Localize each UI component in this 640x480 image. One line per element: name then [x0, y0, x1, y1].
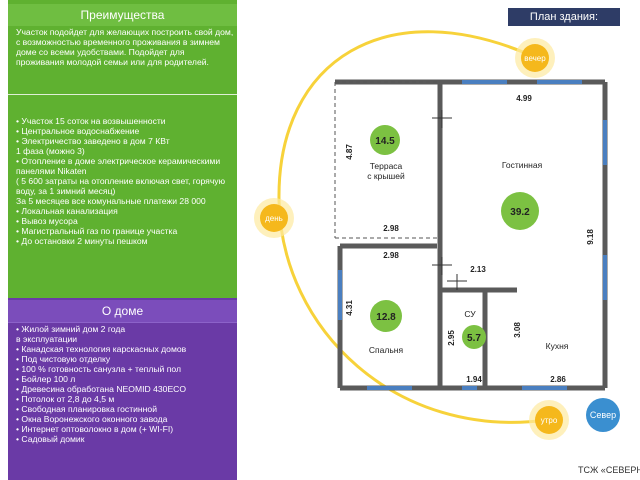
- north-badge: [586, 398, 620, 432]
- dim-kitchen-bottom: 2.86: [550, 375, 566, 384]
- list-item: • Электричество заведено в дом 7 КВт 1 ф…: [16, 136, 170, 156]
- north-label: Север: [590, 410, 616, 420]
- dim-bath-bottom: 1.94: [466, 375, 482, 384]
- dim-terrace-left: 4.87: [345, 144, 354, 160]
- living-label: Гостинная: [502, 160, 543, 170]
- list-item: • Участок 15 соток на возвышенности: [16, 116, 166, 126]
- list-item: • До остановки 2 минуты пешком: [16, 236, 148, 246]
- dim-bath-top: 2.13: [470, 265, 486, 274]
- divider: [8, 94, 237, 95]
- about-section: О доме • Жилой зимний дом 2 года в экспл…: [8, 298, 237, 480]
- dim-bedroom-top: 2.98: [383, 251, 399, 260]
- sun-day-label: день: [265, 214, 283, 223]
- list-item: • 100 % готовность санузла + теплый пол: [16, 364, 181, 374]
- bedroom-area-badge: [370, 300, 402, 332]
- list-item: • Древесина обработана NEOMID 430ECO: [16, 384, 187, 394]
- dim-right-side: 9.18: [586, 229, 595, 245]
- sun-morning-label: утро: [541, 416, 558, 425]
- dim-bath-left: 2.95: [447, 330, 456, 346]
- living-area-badge: [501, 192, 539, 230]
- advantages-intro: Участок подойдет для желающих построить …: [16, 27, 234, 67]
- terrace-area: 14.5: [375, 136, 395, 147]
- list-item: • Канадская технология карскасных домов: [16, 344, 187, 354]
- terrace-label-2: с крышей: [367, 171, 405, 181]
- advantages-list: • Участок 15 соток на возвышенности • Це…: [16, 116, 234, 246]
- kitchen-label: Кухня: [546, 341, 569, 351]
- list-item: • Под чистовую отделку: [16, 354, 111, 364]
- windows: [338, 80, 607, 390]
- list-item: • Отопление в доме электрическое керамич…: [16, 156, 226, 206]
- advantages-header: Преимущества: [8, 4, 237, 26]
- list-item: • Бойлер 100 л: [16, 374, 76, 384]
- left-panel: Преимущества Участок подойдет для желающ…: [0, 0, 237, 480]
- list-item: • Интернет оптоволокно в дом (+ WI-FI): [16, 424, 174, 434]
- dim-bedroom-left: 4.31: [345, 300, 354, 316]
- sun-evening-icon: вечер: [515, 38, 555, 78]
- about-header: О доме: [8, 300, 237, 323]
- sun-day-icon: день: [254, 198, 294, 238]
- bath-label: СУ: [464, 309, 476, 319]
- list-item: • Окна Воронежского оконного завода: [16, 414, 168, 424]
- dim-terrace-bottom: 2.98: [383, 224, 399, 233]
- bath-area-badge: [462, 325, 486, 349]
- list-item: • Центральное водоснабжение: [16, 126, 140, 136]
- list-item: • Вывоз мусора: [16, 216, 78, 226]
- list-item: • Локальная канализация: [16, 206, 118, 216]
- list-item: • Магистральный газ по границе участка: [16, 226, 178, 236]
- plan-title: План здания:: [508, 8, 620, 26]
- living-area: 39.2: [510, 207, 530, 218]
- terrace-label: Терраса: [370, 161, 403, 171]
- terrace-outline: [334, 81, 437, 239]
- dim-kitchen-left: 3.08: [513, 322, 522, 338]
- bedroom-label: Спальня: [369, 345, 404, 355]
- dim-living-top: 4.99: [516, 94, 532, 103]
- list-item: • Жилой зимний дом 2 года в эксплуатации: [16, 324, 126, 344]
- about-list: • Жилой зимний дом 2 года в эксплуатации…: [16, 324, 234, 444]
- list-item: • Потолок от 2,8 до 4,5 м: [16, 394, 115, 404]
- terrace-area-badge: [370, 125, 400, 155]
- bath-area: 5.7: [467, 333, 481, 344]
- list-item: • Садовый домик: [16, 434, 85, 444]
- door-marks: [432, 110, 467, 290]
- bedroom-area: 12.8: [376, 312, 396, 323]
- floor-plan: 14.5 39.2 12.8 5.7 Терраса с крышей Гост…: [254, 30, 620, 440]
- sun-morning-icon: утро: [529, 400, 569, 440]
- sun-evening-label: вечер: [524, 54, 546, 63]
- sun-orbit: [277, 30, 548, 424]
- footer-text: ТСЖ «СЕВЕРНЫ: [578, 465, 640, 475]
- advantages-section: Преимущества Участок подойдет для желающ…: [8, 0, 237, 298]
- list-item: • Свободная планировка гостинной: [16, 404, 158, 414]
